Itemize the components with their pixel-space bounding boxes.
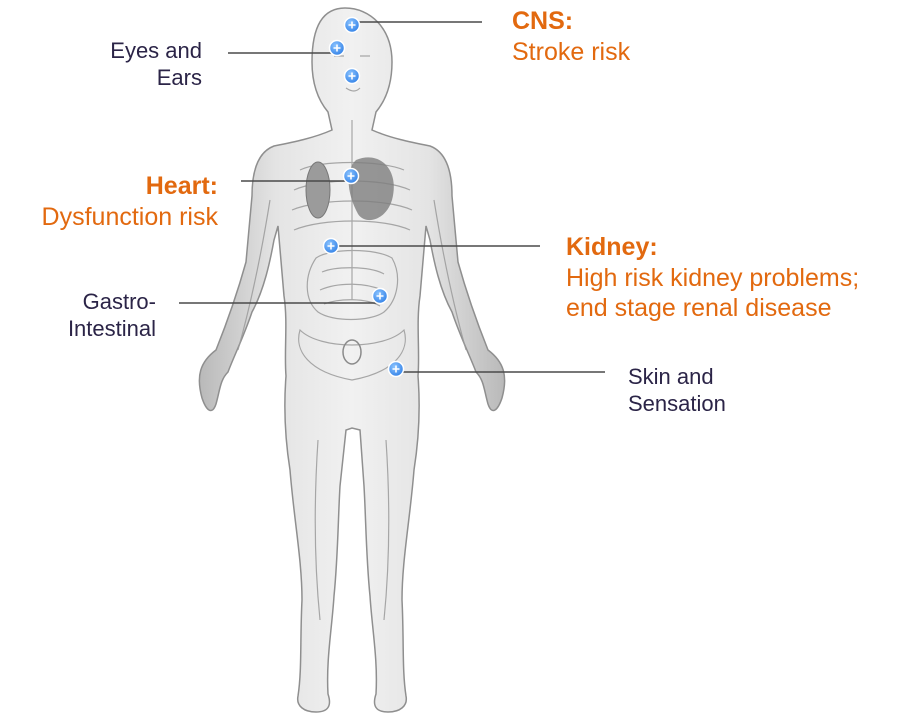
kidney-label-line2: end stage renal disease [566,293,859,324]
cns-label: CNS: Stroke risk [512,6,630,67]
skin-label-line1: Skin and [628,364,726,391]
eyes-ears-label-line2: Ears [70,65,202,92]
eyes-ears-label: Eyes and Ears [70,38,202,92]
gastro-label-line2: Intestinal [30,316,156,343]
cns-label-title: CNS: [512,6,630,37]
cns-marker-icon [345,18,360,33]
heart-label-desc: Dysfunction risk [0,202,218,233]
kidney-label-title: Kidney: [566,232,859,263]
eyes-ears-label-line1: Eyes and [70,38,202,65]
gastro-label: Gastro- Intestinal [30,289,156,343]
kidney-marker-icon [324,239,339,254]
heart-label-title: Heart: [0,171,218,202]
gastro-label-line1: Gastro- [30,289,156,316]
ears-marker-icon [345,69,360,84]
heart-label: Heart: Dysfunction risk [0,171,218,232]
gastro-marker-icon [373,289,388,304]
skin-marker-icon [389,362,404,377]
body-silhouette [199,8,504,712]
kidney-label: Kidney: High risk kidney problems; end s… [566,232,859,324]
eyes-marker-icon [330,41,345,56]
skin-label-line2: Sensation [628,391,726,418]
cns-label-desc: Stroke risk [512,37,630,68]
heart-marker-icon [344,169,359,184]
skin-label: Skin and Sensation [628,364,726,418]
kidney-label-line1: High risk kidney problems; [566,263,859,294]
